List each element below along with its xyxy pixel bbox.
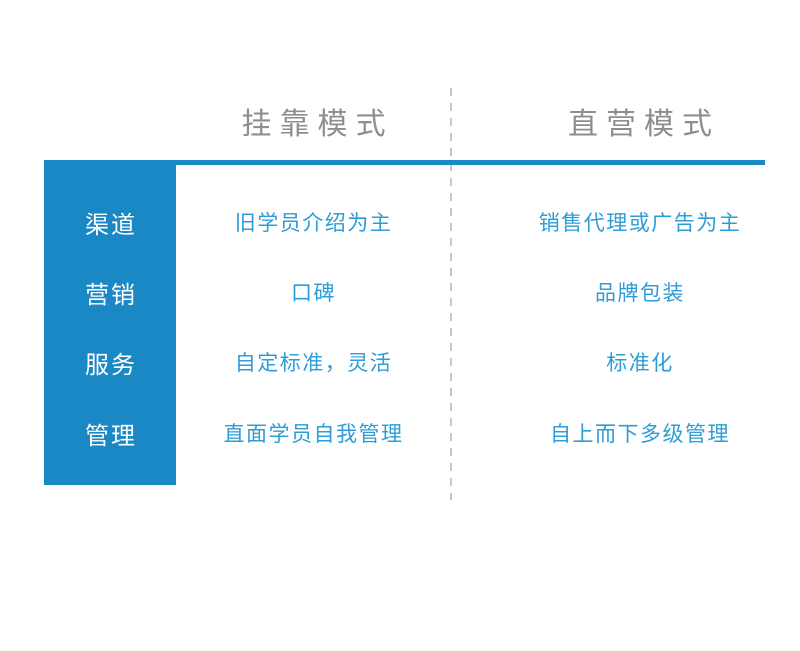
table-row: 管理 直面学员自我管理 自上而下多级管理 [44,398,800,468]
table-row: 渠道 旧学员介绍为主 销售代理或广告为主 [44,187,800,257]
cell-service-affiliation: 自定标准，灵活 [234,352,393,375]
cell-channel-affiliation: 旧学员介绍为主 [234,212,393,235]
cell-marketing-direct: 品牌包装 [595,282,685,305]
column-header-affiliation-model: 挂靠模式 [241,108,394,141]
row-label-channel: 渠道 [85,211,137,239]
column-divider-dashed-line [450,88,452,500]
table-row: 服务 自定标准，灵活 标准化 [44,327,800,397]
row-label-management: 管理 [85,422,137,450]
row-label-service: 服务 [85,351,137,379]
cell-channel-direct: 销售代理或广告为主 [538,212,742,235]
cell-marketing-affiliation: 口碑 [291,282,336,305]
table-row: 营销 口碑 品牌包装 [44,257,800,327]
cell-management-affiliation: 直面学员自我管理 [223,423,404,446]
header-underline-rule [44,160,765,165]
row-label-marketing: 营销 [85,281,137,309]
cell-management-direct: 自上而下多级管理 [550,423,730,446]
row-label-panel [44,160,176,485]
column-header-direct-model: 直营模式 [568,108,720,141]
cell-service-direct: 标准化 [606,352,674,375]
